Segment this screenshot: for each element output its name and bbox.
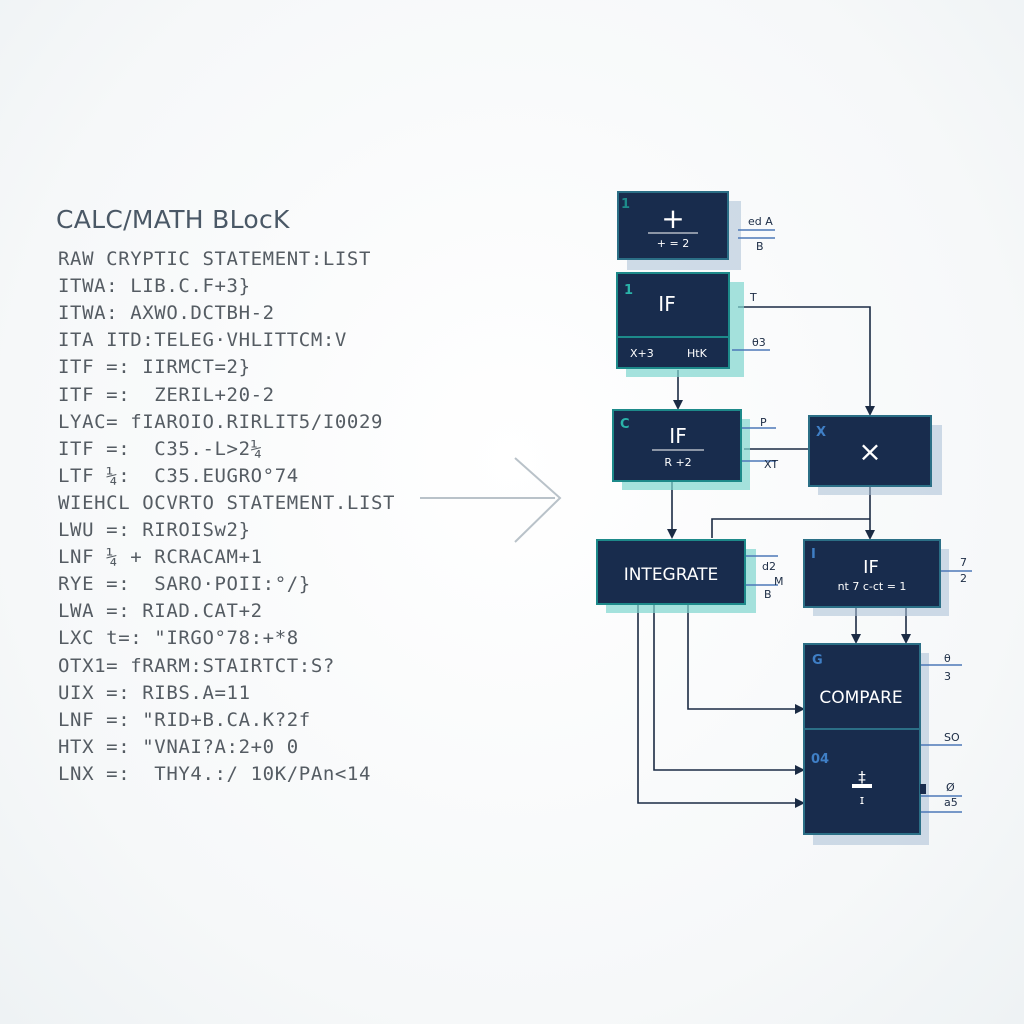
plus-side-bottom: B xyxy=(756,240,764,253)
if3-side-top: 7 xyxy=(960,556,967,569)
compare-badge: G xyxy=(812,653,823,668)
statement-line: UIX =: RIBS.A=11 xyxy=(58,681,251,704)
statement-line: LWU =: RIROISw2} xyxy=(58,519,251,541)
plus-subtext: + = 2 xyxy=(657,237,689,250)
statement-line: ITF =: C35.-L>2¼ xyxy=(58,437,263,460)
if1-label: IF xyxy=(658,292,675,316)
compare-side-c: SO xyxy=(944,731,960,744)
if3-subtext: nt 7 c-ct = 1 xyxy=(838,580,907,593)
if1-sub-left: X+3 xyxy=(630,347,654,360)
integrate-side-a: d2 xyxy=(762,560,776,573)
statement-line: HTX =: "VNAI?A:2+0 0 xyxy=(58,735,299,758)
integrate-block[interactable]: INTEGRATE d2 M B xyxy=(596,539,784,613)
compare-side-a: θ xyxy=(944,652,951,665)
statement-line: LNX =: THY4.:/ 10K/PAn<14 xyxy=(58,762,372,785)
statement-list-header: RAW CRYPTIC STATEMENT:LIST xyxy=(58,248,372,270)
integrate-side-b: M xyxy=(774,575,784,588)
plus-icon: + xyxy=(661,202,684,235)
if3-badge: I xyxy=(811,547,816,562)
statement-line: RYE =: SARO·POII:°/} xyxy=(58,573,311,596)
compare-label: COMPARE xyxy=(819,688,902,708)
integrate-label: INTEGRATE xyxy=(624,565,719,585)
statement-line: LTF ¼: C35.EUGRO°74 xyxy=(58,464,299,487)
statement-line: ITWA: AXWO.DCTBH-2 xyxy=(58,302,275,325)
connector-integrate-compare-1 xyxy=(687,604,805,714)
connector-if1-times xyxy=(738,306,875,416)
statement-line: ITWA: LIB.C.F+3} xyxy=(58,275,251,298)
if3-label: IF xyxy=(863,557,879,578)
connector-times-if3 xyxy=(711,518,870,538)
if-block-2[interactable]: C IF R +2 P XT xyxy=(612,409,778,490)
compare-glyph-lower: ɪ xyxy=(860,793,864,807)
compare-side-d: Ø xyxy=(946,781,955,794)
transform-arrow-icon xyxy=(420,457,562,543)
compare-badge-2: 04 xyxy=(811,752,829,767)
integrate-side-c: B xyxy=(764,588,772,601)
compare-side-b: 3 xyxy=(944,670,951,683)
if1-side-top: T xyxy=(749,291,757,304)
statement-line: OTX1= fRARM:STAIRTCT:S? xyxy=(58,654,335,677)
plus-badge: 1 xyxy=(621,197,630,212)
if2-label: IF xyxy=(669,424,686,448)
statement-line: LYAC= fIAROIO.RIRLIT5/I0029 xyxy=(58,410,384,433)
statement-line: LWA =: RIAD.CAT+2 xyxy=(58,600,263,623)
if1-badge: 1 xyxy=(624,283,633,298)
statement-list-panel: CALC/MATH BLocK RAW CRYPTIC STATEMENT:LI… xyxy=(0,0,420,1024)
statement-line: ITF =: ZERIL+20-2 xyxy=(58,383,275,406)
if-block-3[interactable]: I IF nt 7 c-ct = 1 7 2 xyxy=(803,539,972,616)
if-block-1[interactable]: 1 IF X+3 HtK T θ3 xyxy=(616,272,770,377)
times-block[interactable]: X × xyxy=(808,415,942,495)
statement-list-header: WIEHCL OCVRTO STATEMENT.LIST xyxy=(58,491,396,514)
plus-block[interactable]: 1 + + = 2 ed A B xyxy=(617,191,775,270)
multiply-icon: × xyxy=(858,435,881,468)
panel-title: CALC/MATH BLocK xyxy=(56,205,290,234)
if2-side-top: P xyxy=(760,416,767,429)
times-badge: X xyxy=(816,425,826,440)
statement-line: ITF =: IIRMCT=2} xyxy=(58,356,251,379)
compare-glyph-icon: ‡ xyxy=(858,768,866,786)
connector-integrate-compare-3 xyxy=(637,604,805,808)
statement-line: LNF ¼ + RCRACAM+1 xyxy=(58,546,263,569)
if2-badge: C xyxy=(620,417,630,432)
statement-line: LNF =: "RID+B.CA.K?2f xyxy=(58,708,311,731)
compare-block[interactable]: G COMPARE 04 ‡ ɪ θ 3 SO Ø a5 xyxy=(803,643,962,845)
if2-side-bottom: XT xyxy=(764,458,778,471)
plus-side-top: ed A xyxy=(748,215,773,228)
if1-sub-right: HtK xyxy=(687,347,708,360)
compare-side-e: a5 xyxy=(944,796,958,809)
connectors xyxy=(637,306,911,808)
connector-integrate-compare-2 xyxy=(653,604,805,775)
if1-side-bottom: θ3 xyxy=(752,336,766,349)
statement-line: LXC t=: "IRGO°78:+*8 xyxy=(58,627,299,650)
statement-line: ITA ITD:TELEG·VHLITTCM:V xyxy=(58,329,347,352)
if3-side-bottom: 2 xyxy=(960,572,967,585)
if2-subtext: R +2 xyxy=(664,456,691,469)
